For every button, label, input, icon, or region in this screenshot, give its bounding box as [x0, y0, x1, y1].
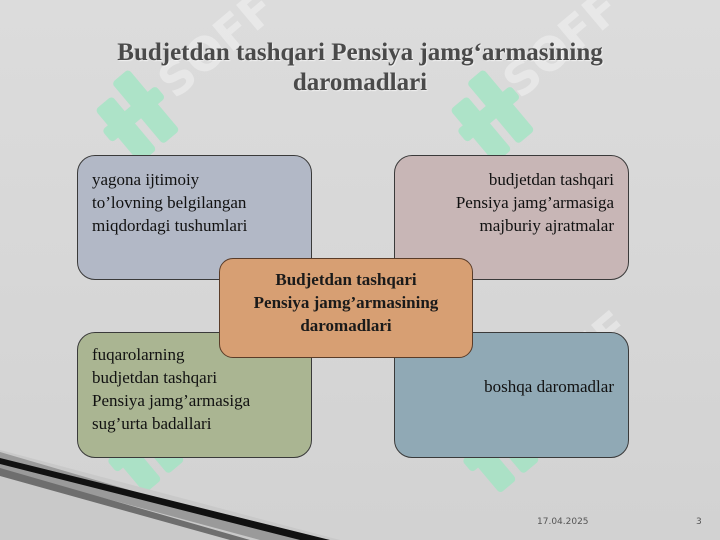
footer-date: 17.04.2025: [537, 517, 589, 527]
box-bottom-left-line: Pensiya jamg’armasiga: [92, 391, 251, 410]
box-top-left-line: to’lovning belgilangan: [92, 193, 247, 212]
center-box-line: Pensiya jamg’armasining: [253, 293, 439, 312]
box-bottom-right-line: boshqa daromadlar: [484, 376, 614, 396]
box-top-right-line: Pensiya jamg’armasiga: [455, 193, 614, 212]
footer-page-number: 3: [696, 517, 702, 527]
box-top-left-line: miqdordagi tushumlari: [92, 216, 248, 235]
center-box: Budjetdan tashqari Pensiya jamg’armasini…: [219, 258, 473, 358]
box-bottom-left-line: budjetdan tashqari: [92, 368, 218, 387]
slide-title: Budjetdan tashqari Pensiya jamg‘armasini…: [60, 38, 660, 98]
box-top-right-line: budjetdan tashqari: [488, 170, 614, 189]
corner-decoration: [0, 450, 340, 540]
box-top-right: budjetdan tashqari Pensiya jamg’armasiga…: [394, 155, 629, 280]
box-top-left-line: yagona ijtimoiy: [92, 170, 200, 189]
box-bottom-left-line: sug’urta badallari: [92, 414, 212, 433]
center-box-line: Budjetdan tashqari: [275, 270, 417, 289]
slide-title-line-1: Budjetdan tashqari Pensiya jamg‘armasini…: [117, 39, 603, 66]
box-top-right-line: majburiy ajratmalar: [479, 216, 614, 235]
slide-title-line-2: daromadlari: [292, 69, 428, 96]
box-bottom-left-line: fuqarolarning: [92, 345, 185, 364]
center-box-line: daromadlari: [300, 316, 392, 335]
